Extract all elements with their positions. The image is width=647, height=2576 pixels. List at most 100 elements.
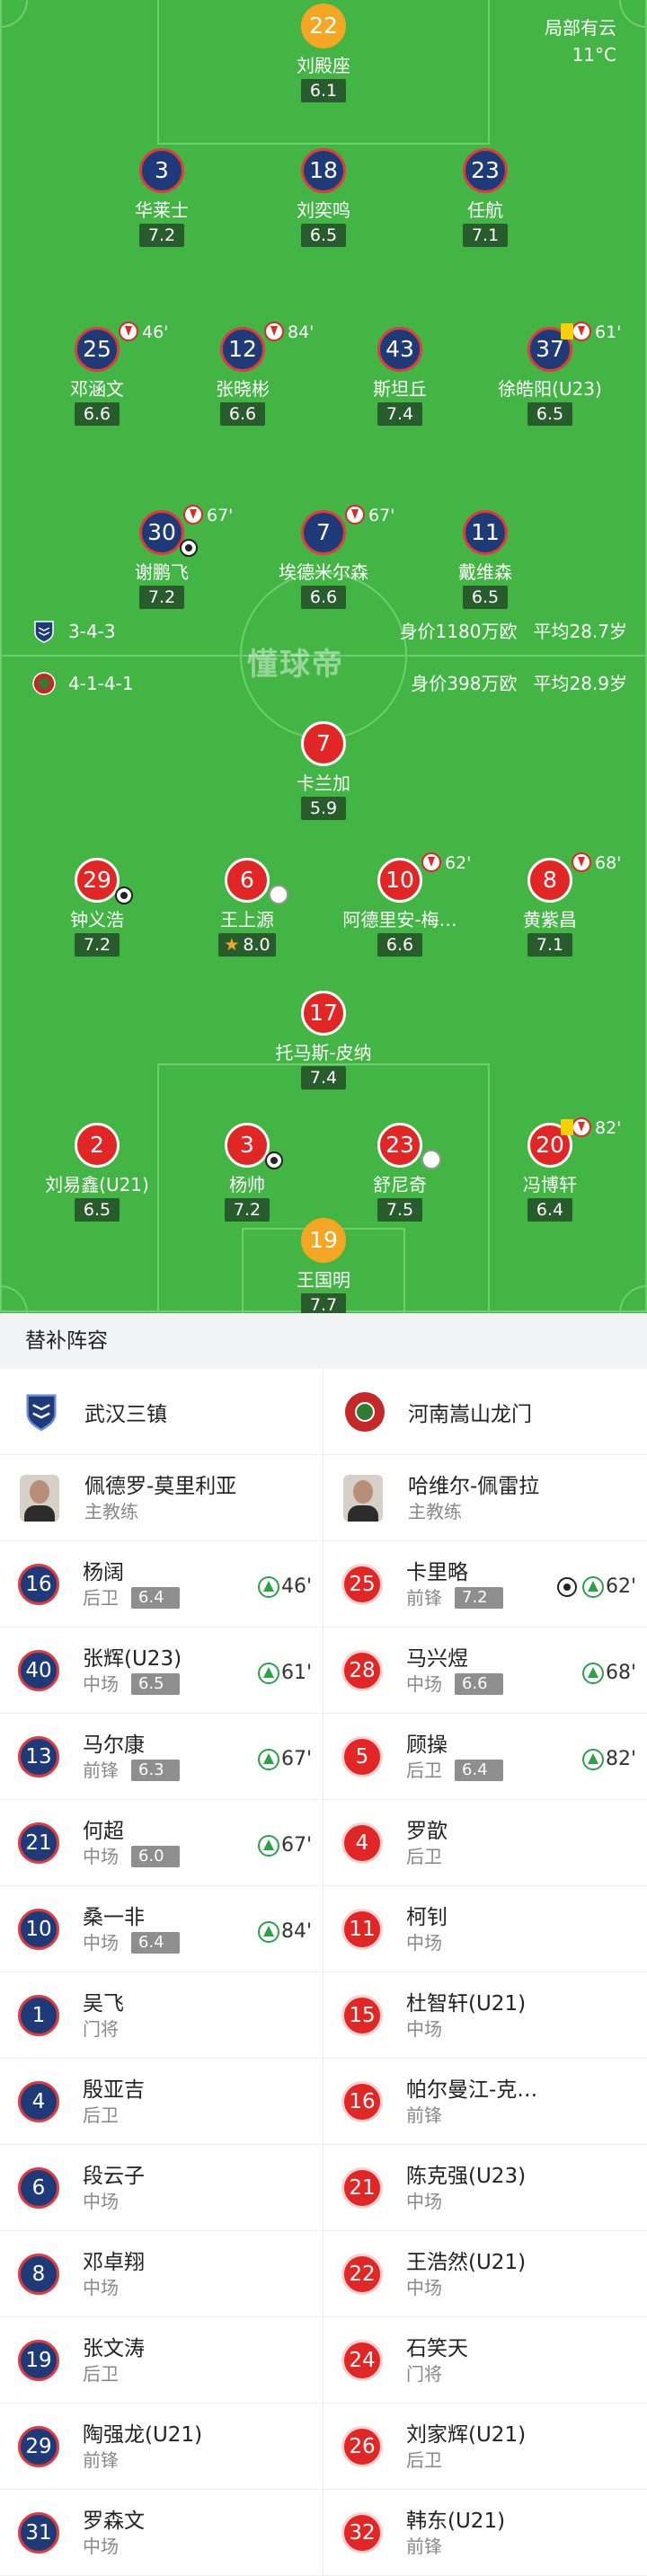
away-value: 身价398万欧 [411,673,518,694]
away-formation: 4-1-4-1 [68,673,134,694]
sub-number: 10 [18,1908,59,1950]
player-rating: 6.5 [75,1198,120,1222]
away-bench-team[interactable]: 河南嵩山龙门 [324,1369,647,1455]
sub-name: 陈克强(U23) [406,2164,527,2188]
sub-position: 后卫 [406,2448,442,2471]
sub-name: 韩东(U21) [406,2509,506,2533]
home-formation: 3-4-3 [68,621,116,642]
player-number: 17 [301,991,346,1036]
sub-in-arrow-icon [581,1662,604,1684]
player-rating-value: 6.5 [471,587,500,607]
player-name: 邓涵文 [70,378,124,400]
sub-name: 陶强龙(U21) [83,2422,203,2447]
player-number: 3 [139,148,184,193]
player-number: 29 [75,858,120,903]
player-rating: 6.5 [463,586,508,609]
player-name: 冯博轩 [523,1174,577,1195]
sub-number: 15 [341,1994,383,2036]
home-coach[interactable]: 佩德罗-莫里利亚 主教练 [0,1455,323,1541]
henan-logo-icon [32,672,56,695]
home-coach-role: 主教练 [84,1500,138,1522]
player-rating-value: 7.2 [233,1200,261,1220]
sub-name: 邓卓翔 [83,2250,145,2274]
home-bench-team[interactable]: 武汉三镇 [0,1369,323,1455]
sub-name: 顾操 [406,1733,448,1757]
sub-off-minute: 84' [288,322,315,342]
sub-name: 王浩然(U21) [406,2250,527,2274]
sub-name: 张文涛 [83,2336,145,2360]
sub-in-indicator: 62' [556,1575,636,1598]
sub-name: 石笑天 [406,2336,468,2360]
player-rating-value: 7.5 [386,1200,414,1220]
away-coach[interactable]: 哈维尔-佩雷拉 主教练 [324,1455,647,1541]
player-number: 7 [301,510,346,555]
player-number: 18 [301,148,346,193]
coach-avatar [343,1474,383,1522]
star-icon: ★ [224,935,240,955]
sub-in-arrow-icon [257,1662,279,1684]
sub-info: 王浩然(U21)中场 [406,2249,647,2299]
sub-off-icon [119,322,138,341]
player-rating-value: 5.9 [309,798,338,818]
bench-header: 替补阵容 [0,1313,647,1369]
player-rating: 7.4 [301,1066,346,1090]
sub-position: 中场 [83,2535,119,2557]
player-number: 25 [75,327,120,372]
player-rating: 6.6 [301,586,346,609]
sub-in-minute: 68' [605,1662,636,1684]
sub-number: 4 [341,1822,383,1864]
player-rating-value: 7.1 [471,225,500,245]
sub-in-indicator: 61' [257,1662,312,1684]
sub-off-icon [572,322,591,341]
sub-name: 段云子 [83,2164,145,2188]
sub-position: 中场 [406,2190,442,2212]
